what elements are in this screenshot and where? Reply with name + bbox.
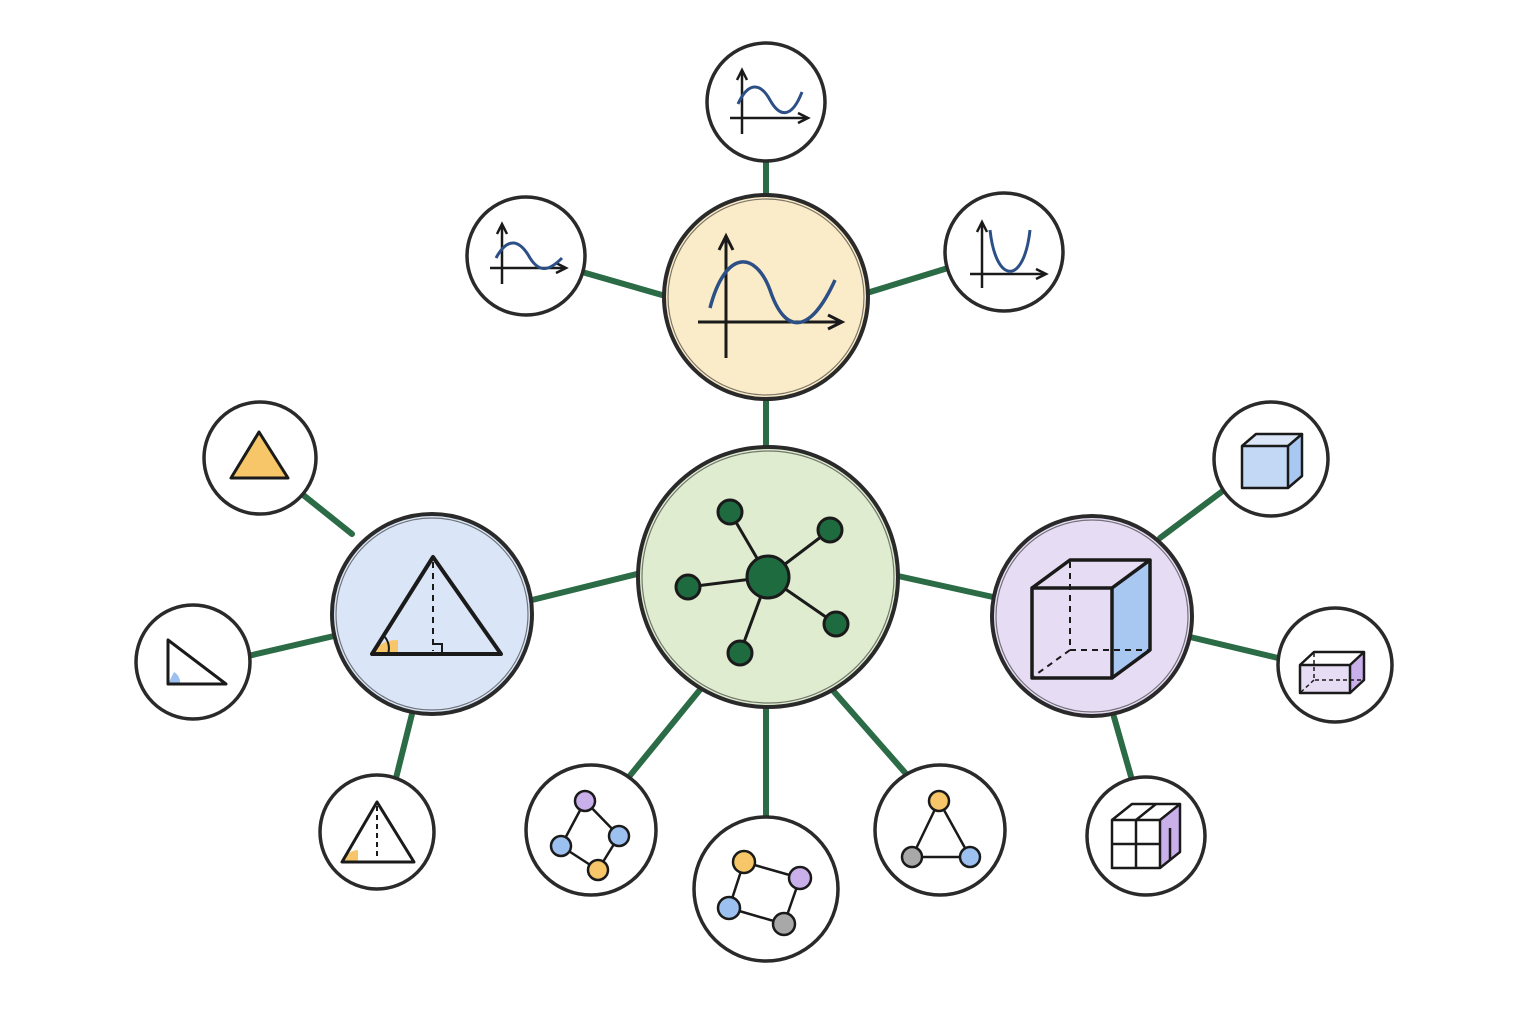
small-cube-icon	[1240, 432, 1304, 490]
sine-graph-icon	[698, 232, 846, 358]
connector-lines	[245, 157, 1281, 823]
triangles-node	[330, 512, 534, 716]
parabola-graph-icon	[970, 219, 1049, 288]
functions-node	[662, 193, 870, 401]
connector-hub-graph-right	[826, 683, 911, 779]
cube-icon	[1030, 558, 1152, 680]
functions-child-left	[465, 195, 587, 317]
solids-child-right	[1276, 606, 1394, 724]
triangle-height-icon	[340, 800, 416, 864]
graphs-child-left	[524, 763, 658, 897]
triangle-graph-icon	[900, 789, 982, 869]
solids-node	[990, 514, 1194, 718]
solids-child-top	[1212, 400, 1330, 518]
rectangular-prism-icon	[1298, 650, 1366, 695]
hub-node	[636, 445, 900, 709]
functions-child-top	[705, 41, 827, 163]
triangles-child-top	[202, 400, 318, 516]
connector-solids-bottom	[1111, 714, 1135, 783]
connector-triangles-top	[299, 491, 355, 537]
triangles-child-bottom	[318, 773, 436, 891]
network-hub-icon	[674, 498, 850, 667]
functions-child-right	[943, 191, 1065, 313]
subdivided-cube-icon	[1110, 802, 1182, 870]
connector-hub-solids	[895, 573, 996, 600]
connector-hub-graph-left	[625, 683, 706, 781]
four-vertex-graph-icon	[549, 789, 631, 882]
connector-solids-top	[1157, 487, 1227, 541]
connector-solids-right	[1187, 634, 1281, 661]
triangles-child-left	[134, 603, 252, 721]
connector-hub-triangles	[529, 571, 640, 603]
connector-triangles-bottom	[393, 711, 415, 781]
graphs-child-center	[692, 815, 840, 963]
quadrilateral-graph-icon	[716, 849, 813, 937]
triangle-altitude-icon	[370, 555, 503, 656]
connector-functions-left	[579, 269, 665, 298]
damped-wave-graph-icon	[490, 221, 569, 284]
graphs-child-right	[873, 763, 1007, 897]
connector-functions-right	[867, 265, 951, 295]
connector-triangles-left	[245, 633, 337, 659]
right-triangle-icon	[166, 638, 228, 686]
solids-child-bottom	[1085, 775, 1207, 897]
small-wave-graph-icon	[730, 67, 811, 134]
filled-triangle-icon	[229, 430, 290, 480]
